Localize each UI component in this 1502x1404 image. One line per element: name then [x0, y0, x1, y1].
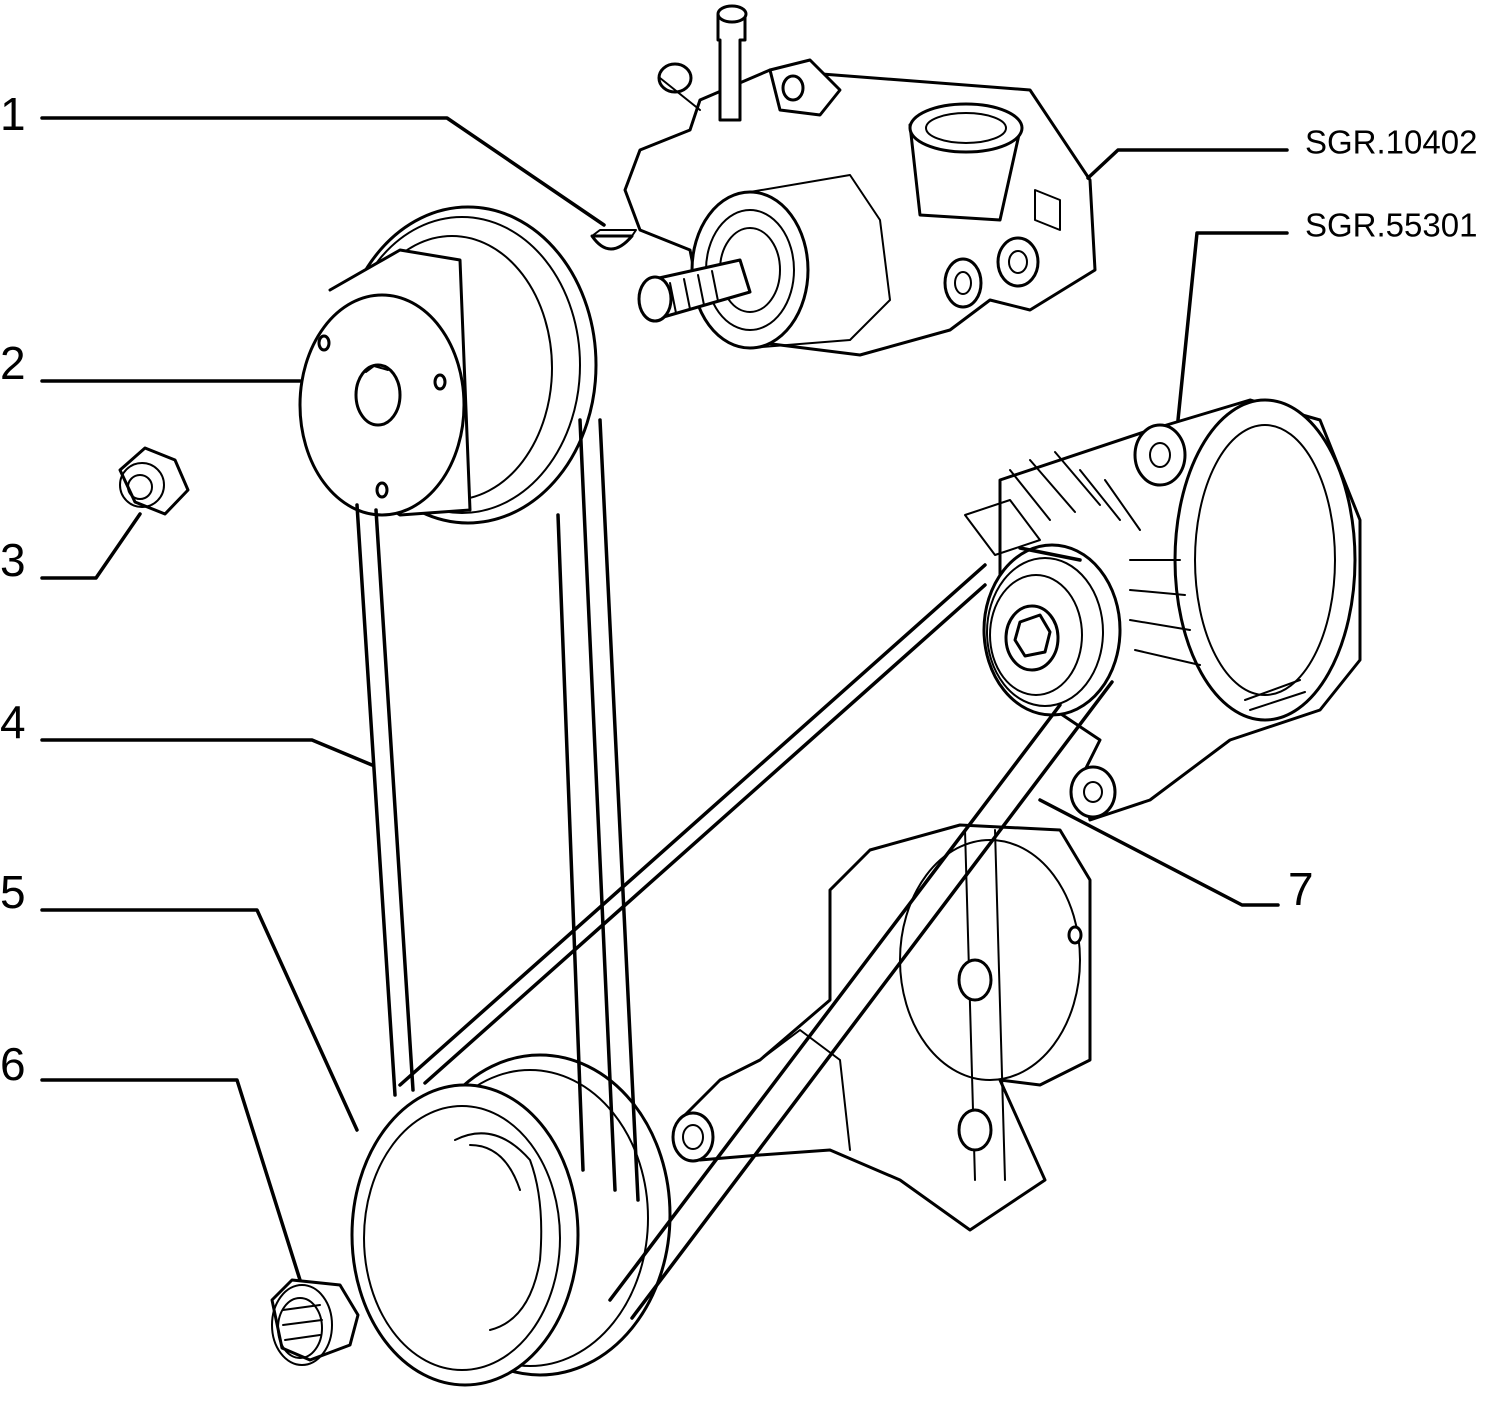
leader-line-7 [1038, 798, 1280, 907]
water-pump-belt [355, 418, 640, 1202]
leader-line-4 [40, 738, 374, 767]
callout-7: 7 [1288, 863, 1314, 915]
nut-lower [270, 1278, 360, 1366]
nut-upper [118, 446, 190, 516]
callout-1: 1 [0, 88, 26, 140]
reference-water-pump: SGR.10402 [1305, 124, 1477, 161]
leader-line-3 [40, 512, 142, 580]
callout-5: 5 [0, 866, 26, 918]
leader-line-6 [40, 1078, 302, 1282]
water-pump-assembly [623, 4, 1097, 357]
callout-2: 2 [0, 337, 26, 389]
leader-line-alternator [1176, 231, 1289, 422]
woodruff-key [590, 229, 637, 251]
engine-bracket-assembly [671, 823, 1092, 1232]
alternator-assembly [964, 398, 1362, 822]
callout-6: 6 [0, 1038, 26, 1090]
reference-alternator: SGR.55301 [1305, 207, 1477, 244]
leader-line-water-pump [1086, 148, 1289, 180]
leader-line-1 [40, 116, 606, 227]
alternator-belt [398, 546, 1114, 1320]
crankshaft-pulley [350, 1053, 672, 1387]
callout-3: 3 [0, 534, 26, 586]
callout-4: 4 [0, 696, 26, 748]
water-pump-pulley [298, 205, 598, 525]
leader-line-5 [40, 908, 359, 1132]
alternator-pulley [982, 543, 1122, 717]
